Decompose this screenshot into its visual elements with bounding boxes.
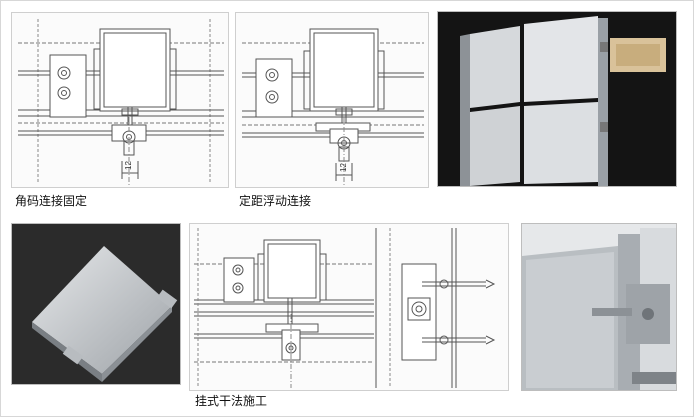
drawing-floating-connection-svg: 12 — [242, 28, 424, 185]
dimension-gap-1: 12 — [124, 161, 133, 170]
photo-bracket-detail-svg — [522, 224, 676, 390]
photo-bracket-detail — [521, 223, 677, 391]
caption-corner-bracket: 角码连接固定 — [15, 194, 88, 208]
dimension-gap-2: 12 — [339, 163, 348, 172]
drawing-corner-bracket: 12 — [11, 12, 229, 188]
photo-facade-panels — [437, 11, 677, 187]
caption-floating-connection: 定距浮动连接 — [239, 194, 312, 208]
drawing-floating-connection: 12 — [235, 12, 429, 188]
caption-hanging-method: 挂式干法施工 — [195, 394, 268, 408]
photo-facade-panels-svg — [460, 16, 666, 186]
drawing-corner-bracket-svg: 12 — [18, 19, 224, 185]
photo-single-panel-svg — [32, 246, 178, 382]
drawing-hanging-method-svg — [194, 228, 496, 388]
drawing-hanging-method — [189, 223, 509, 391]
photo-single-panel — [11, 223, 181, 385]
